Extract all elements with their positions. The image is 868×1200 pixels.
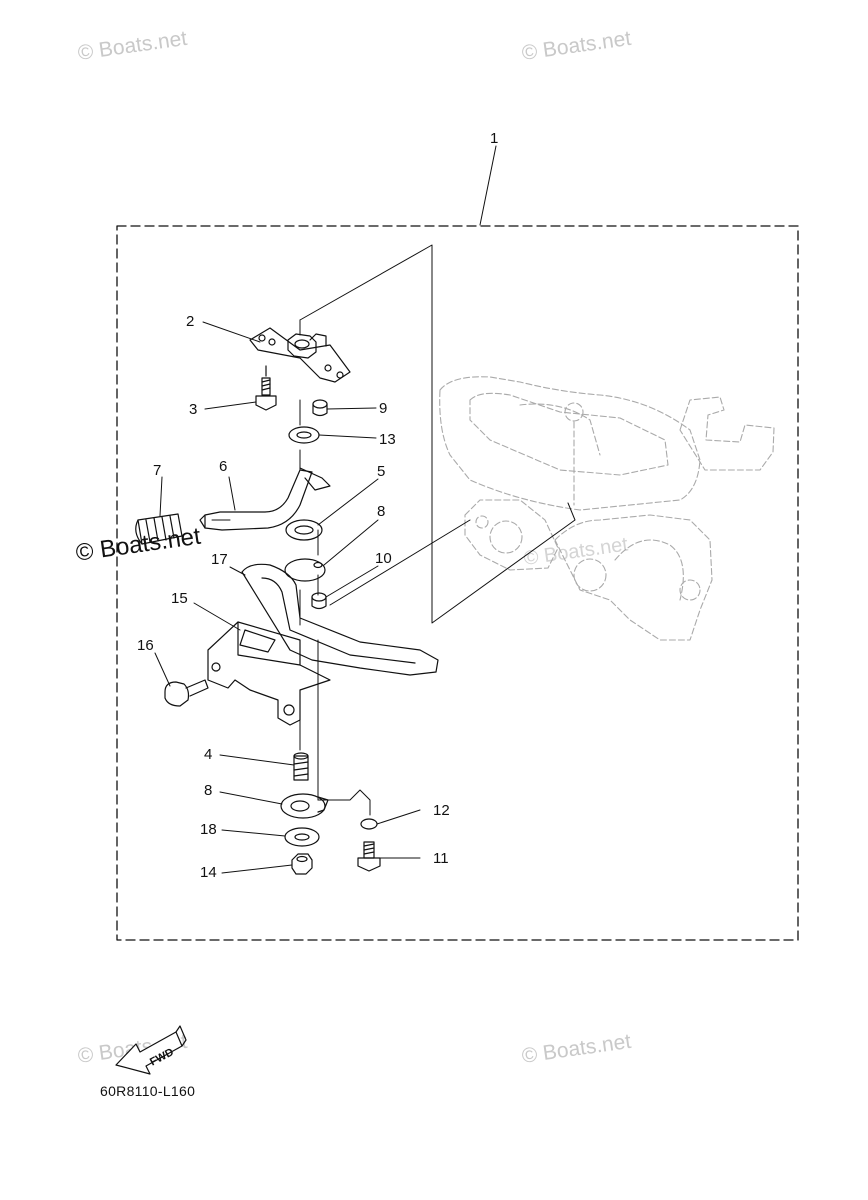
part-6-lever [199, 467, 331, 531]
part-5-washer [285, 519, 323, 541]
callout-4: 4 [204, 746, 212, 763]
part-12-washer [360, 818, 378, 830]
callout-2: 2 [186, 313, 194, 330]
part-18-washer [284, 827, 320, 847]
part-8-washer-upper [284, 558, 326, 582]
part-14-nut [291, 853, 313, 875]
callout-9: 9 [379, 400, 387, 417]
callout-11: 11 [433, 850, 449, 867]
callout-18: 18 [200, 821, 217, 838]
part-17-guide-plate [241, 563, 439, 676]
part-3-bolt [255, 365, 277, 411]
part-15-bracket [207, 621, 331, 726]
part-9-collar [312, 399, 328, 417]
callout-10: 10 [375, 550, 392, 567]
part-4-pin [293, 752, 309, 781]
callout-6: 6 [219, 458, 227, 475]
background-mount-bracket [439, 376, 775, 641]
part-10-collar [311, 592, 327, 610]
part-2-plate [249, 327, 351, 383]
part-7-grip [135, 513, 183, 545]
reference-frame-lines [211, 244, 576, 816]
part-16-pin [164, 679, 209, 707]
leader-lines [154, 145, 497, 874]
callout-8-upper: 8 [377, 503, 385, 520]
callout-7: 7 [153, 462, 161, 479]
callout-14: 14 [200, 864, 217, 881]
part-13-washer [288, 426, 320, 444]
callout-17: 17 [211, 551, 228, 568]
callout-16: 16 [137, 637, 154, 654]
callout-15: 15 [171, 590, 188, 607]
callout-3: 3 [189, 401, 197, 418]
part-8-washer-lower [280, 793, 329, 819]
callout-8-lower: 8 [204, 782, 212, 799]
callout-12: 12 [433, 802, 450, 819]
part-11-bolt [357, 841, 381, 872]
figure-code: 60R8110-L160 [100, 1083, 196, 1099]
callout-13: 13 [379, 431, 396, 448]
fwd-arrow-icon: FWD [115, 1025, 187, 1075]
assembly-boundary [116, 225, 799, 941]
callout-1: 1 [490, 130, 498, 147]
callout-5: 5 [377, 463, 385, 480]
